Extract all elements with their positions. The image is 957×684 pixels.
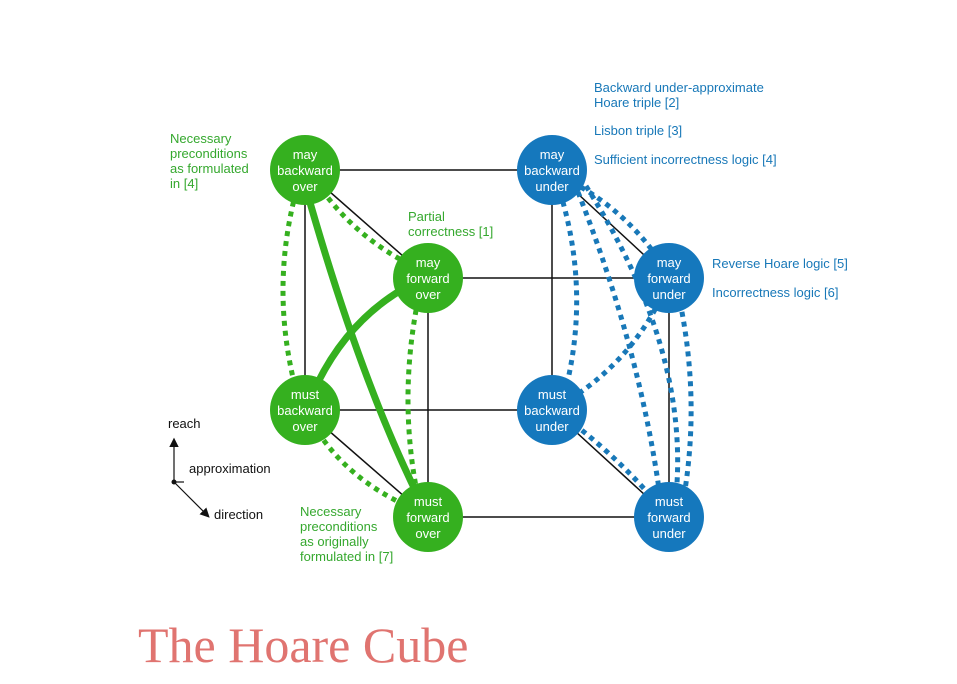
annotation-line: Necessary xyxy=(170,131,232,146)
node-label: forward xyxy=(406,510,449,525)
node-may-forward-under: may forward under xyxy=(634,243,704,313)
direction-axis-arrow xyxy=(173,481,210,518)
annotation-line: Partial xyxy=(408,209,445,224)
node-label: forward xyxy=(647,271,690,286)
node-label: may xyxy=(293,147,318,162)
node-label: forward xyxy=(647,510,690,525)
green-relations xyxy=(280,181,424,508)
node-label: may xyxy=(657,255,682,270)
node-must-backward-under: must backward under xyxy=(517,375,587,445)
annotation-line: preconditions xyxy=(300,519,378,534)
annotation-line: Backward under-approximate xyxy=(594,80,764,95)
direction-label: direction xyxy=(214,507,263,522)
node-may-backward-under: may backward under xyxy=(517,135,587,205)
node-label: over xyxy=(415,526,441,541)
node-label: under xyxy=(535,419,569,434)
axes-origin xyxy=(171,479,177,485)
node-label: under xyxy=(535,179,569,194)
annotation-line: in [4] xyxy=(170,176,198,191)
annotation-reverse-hoare: Reverse Hoare logic [5] xyxy=(712,256,848,271)
node-may-backward-over: may backward over xyxy=(270,135,340,205)
dotted-mfu-mubu xyxy=(570,298,663,401)
annotation-lisbon-triple: Lisbon triple [3] xyxy=(594,123,682,138)
node-may-forward-over: may forward over xyxy=(393,243,463,313)
dotted-mubo-mufo xyxy=(315,430,407,508)
cube-edges xyxy=(304,169,670,518)
dotted-mbo-mfo xyxy=(319,188,407,265)
node-label: over xyxy=(292,179,318,194)
dotted-mbu-mufu-b xyxy=(583,184,681,497)
node-label: backward xyxy=(277,403,333,418)
annotation-partial-correctness: Partial correctness [1] xyxy=(408,209,493,239)
node-must-forward-over: must forward over xyxy=(393,482,463,552)
solid-mbo-mufo xyxy=(301,181,424,504)
node-label: over xyxy=(415,287,441,302)
annotation-line: as originally xyxy=(300,534,369,549)
dotted-mfu-mufu xyxy=(677,301,694,497)
reach-label: reach xyxy=(168,416,201,431)
node-label: must xyxy=(291,387,320,402)
page-title: The Hoare Cube xyxy=(138,617,469,673)
node-label: under xyxy=(652,287,686,302)
node-label: may xyxy=(540,147,565,162)
annotation-line: correctness [1] xyxy=(408,224,493,239)
annotation-necessary-preconditions-4: Necessary preconditions as formulated in… xyxy=(170,131,249,191)
annotation-line: Necessary xyxy=(300,504,362,519)
node-label: may xyxy=(416,255,441,270)
node-label: must xyxy=(538,387,567,402)
node-label: over xyxy=(292,419,318,434)
node-label: backward xyxy=(524,403,580,418)
node-must-backward-over: must backward over xyxy=(270,375,340,445)
blue-relations xyxy=(557,179,694,502)
node-label: forward xyxy=(406,271,449,286)
node-label: must xyxy=(655,494,684,509)
annotation-sufficient-incorrectness: Sufficient incorrectness logic [4] xyxy=(594,152,777,167)
annotation-line: formulated in [7] xyxy=(300,549,393,564)
node-must-forward-under: must forward under xyxy=(634,482,704,552)
dotted-mbu-mubu-curve xyxy=(557,191,580,389)
dotted-mfo-mufo xyxy=(405,299,421,498)
dotted-mbu-mfu xyxy=(570,179,654,252)
node-label: under xyxy=(652,526,686,541)
annotation-line: Hoare triple [2] xyxy=(594,95,679,110)
dotted-mubu-mufu xyxy=(572,422,656,502)
solid-mfo-mubo xyxy=(308,281,414,399)
annotation-line: as formulated xyxy=(170,161,249,176)
node-label: backward xyxy=(277,163,333,178)
annotation-line: preconditions xyxy=(170,146,248,161)
axes-legend: reach approximation direction xyxy=(168,416,271,522)
dotted-mbu-mufu-a xyxy=(575,191,663,497)
approximation-label: approximation xyxy=(189,461,271,476)
node-label: backward xyxy=(524,163,580,178)
annotation-necessary-preconditions-7: Necessary preconditions as originally fo… xyxy=(300,504,393,564)
dotted-mbo-mubo xyxy=(280,191,299,391)
node-label: must xyxy=(414,494,443,509)
annotation-backward-under-approx: Backward under-approximate Hoare triple … xyxy=(594,80,764,110)
annotation-incorrectness-logic: Incorrectness logic [6] xyxy=(712,285,838,300)
